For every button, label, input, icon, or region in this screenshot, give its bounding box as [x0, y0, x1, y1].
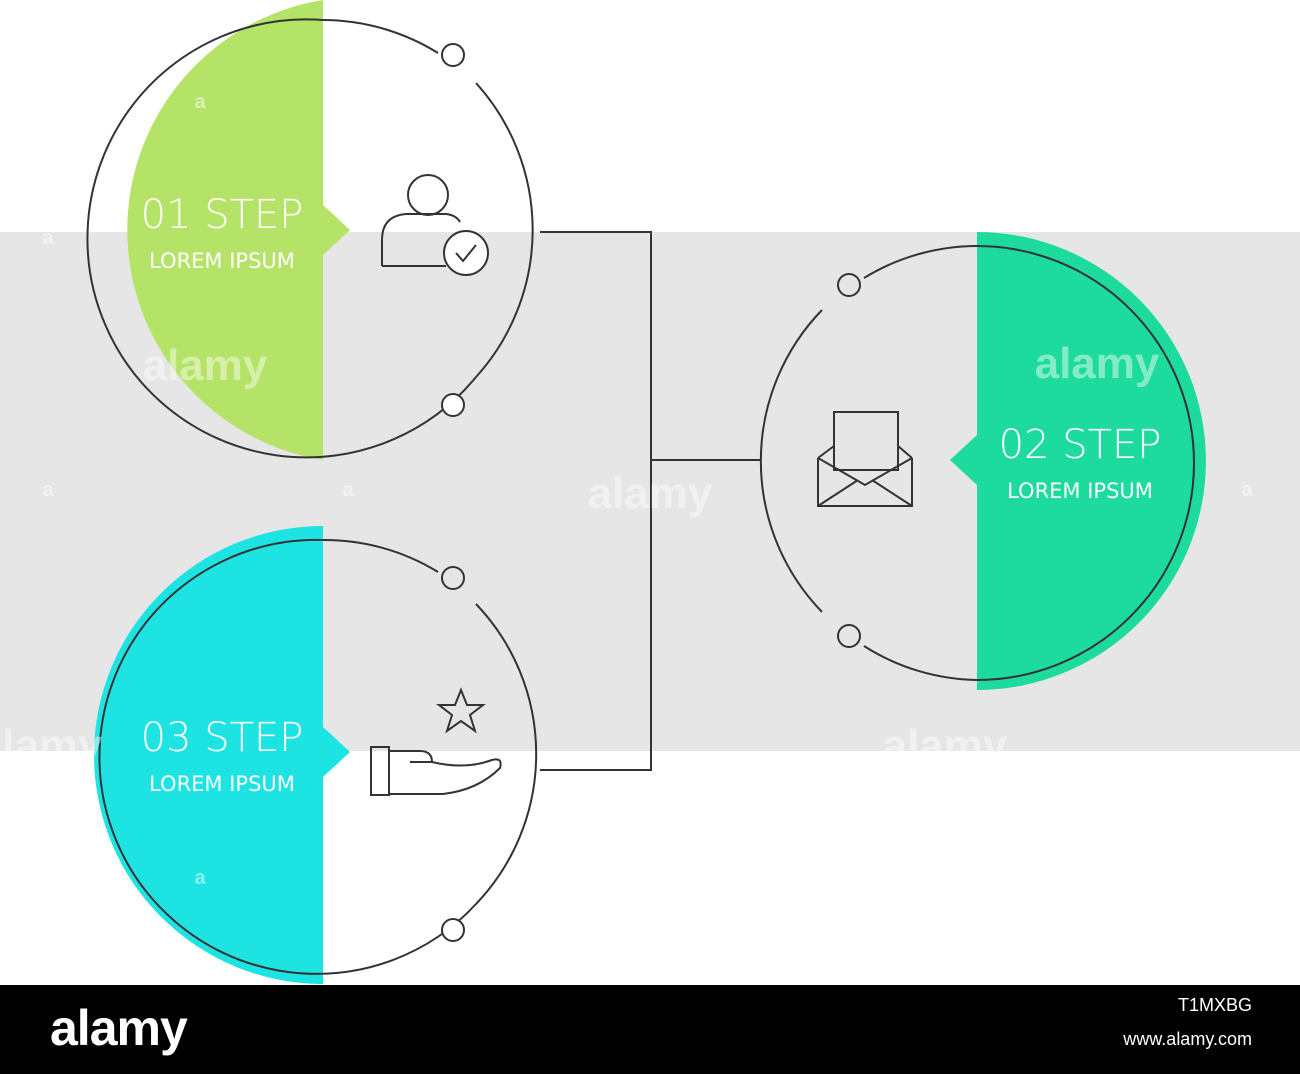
- step-3-node-bottom: [441, 918, 465, 942]
- step-3-ring-left: [98, 538, 477, 975]
- step-1-ring-right: [475, 82, 534, 378]
- step-3: 03 STEP LOREM IPSUM: [94, 526, 538, 984]
- step-2-fill: [977, 232, 1206, 690]
- step-3-ring-top: [322, 538, 439, 573]
- watermark-mark-3: a: [42, 479, 54, 501]
- watermark-mark-5: a: [342, 479, 354, 501]
- watermarks: alamy alamy alamy alamy alamy a a a a a …: [0, 91, 1253, 889]
- watermark-5: alamy: [0, 721, 103, 770]
- step-2-ring-top: [863, 245, 978, 279]
- step-2-node-bottom: [837, 624, 861, 648]
- step-2-subtitle: LOREM IPSUM: [1007, 479, 1153, 503]
- step-3-ring-right: [475, 603, 538, 905]
- watermark-mark-6: a: [194, 867, 206, 889]
- envelope-icon: [817, 411, 913, 507]
- watermark-mark-4: a: [1241, 479, 1253, 501]
- watermark-4: alamy: [883, 721, 1008, 770]
- image-id: T1MXBG: [1177, 995, 1252, 1015]
- step-1: 01 STEP LOREM IPSUM: [86, 0, 534, 460]
- step-2-ring-right: [976, 245, 1195, 681]
- step-2: 02 STEP LOREM IPSUM: [759, 232, 1206, 690]
- step-2-pointer: [950, 435, 977, 485]
- step-2-ring-left: [759, 309, 823, 613]
- step-1-node-bottom: [441, 393, 465, 417]
- watermark-2: alamy: [588, 469, 713, 518]
- step-3-pointer: [323, 727, 350, 777]
- step-1-title: 01 STEP: [141, 192, 304, 238]
- footer-bar: alamy T1MXBG www.alamy.com: [0, 985, 1300, 1074]
- step-3-title: 03 STEP: [141, 715, 304, 761]
- step-1-fill: [127, 0, 323, 460]
- step-2-ring-bottom: [863, 645, 978, 681]
- step-3-subtitle: LOREM IPSUM: [149, 772, 295, 796]
- step-2-node-top: [837, 273, 861, 297]
- step-2-title: 02 STEP: [999, 422, 1162, 468]
- step-3-node-top: [441, 566, 465, 590]
- step-1-ring-left: [86, 18, 477, 459]
- footer-logo: alamy: [50, 1000, 188, 1056]
- step-1-node-top: [441, 43, 465, 67]
- connector-bracket: [540, 231, 652, 771]
- step-1-subtitle: LOREM IPSUM: [149, 249, 295, 273]
- diagram-canvas: 01 STEP LOREM IPSUM 02 STEP LOREM IPSUM: [0, 0, 1300, 984]
- hand-star-icon: [370, 687, 502, 796]
- watermark-1: alamy: [143, 341, 268, 390]
- watermark-mark-2: a: [42, 227, 54, 249]
- step-1-pointer: [323, 205, 350, 255]
- step-3-fill: [94, 526, 323, 984]
- user-check-icon: [381, 174, 489, 276]
- connector-lines: [540, 231, 760, 771]
- footer-url: www.alamy.com: [1123, 1029, 1252, 1049]
- watermark-3: alamy: [1035, 339, 1160, 388]
- step-1-ring-top: [322, 19, 439, 54]
- watermark-mark-1: a: [194, 91, 206, 113]
